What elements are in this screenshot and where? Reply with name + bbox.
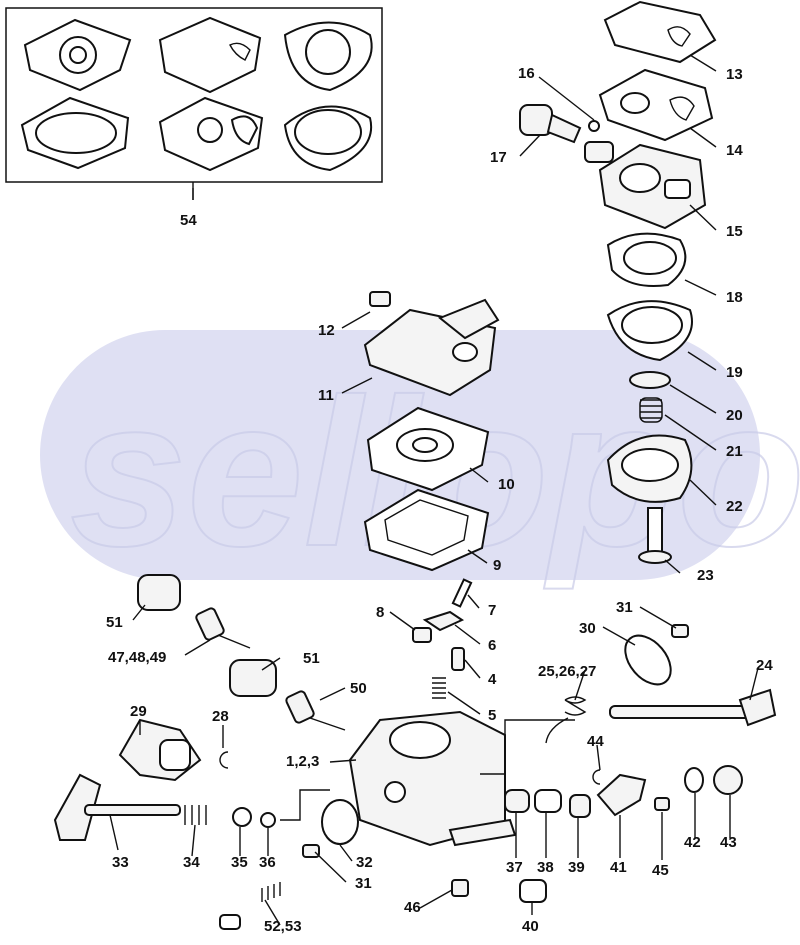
label-45: 45: [652, 862, 669, 879]
label-35: 35: [231, 854, 248, 871]
label-8: 8: [376, 604, 384, 621]
label-15: 15: [726, 223, 743, 240]
label-19: 19: [726, 364, 743, 381]
label-16: 16: [518, 65, 535, 82]
plate-32: [321, 799, 359, 845]
label-29: 29: [130, 703, 147, 720]
label-31a: 31: [616, 599, 633, 616]
label-11: 11: [318, 387, 334, 404]
shaft-24: [609, 688, 777, 727]
carburetor-body: [348, 710, 517, 847]
label-10: 10: [498, 476, 515, 493]
right-stack-parts: [584, 0, 717, 564]
label-30: 30: [579, 620, 596, 637]
label-13: 13: [726, 66, 743, 83]
callout-labels: 54 13 16 14 17 15 18 12 19 11 20 21 10 2…: [106, 65, 773, 935]
center-stack-parts: [363, 291, 500, 572]
label-46: 46: [404, 899, 421, 916]
lower-right-parts: [451, 765, 743, 903]
label-20: 20: [726, 407, 743, 424]
label-52: 52,53: [264, 918, 302, 935]
label-41: 41: [610, 859, 627, 876]
gasket-kit-parts: [20, 16, 373, 172]
label-25: 25,26,27: [538, 663, 596, 680]
label-18: 18: [726, 289, 743, 306]
label-51a: 51: [106, 614, 123, 631]
label-54: 54: [180, 212, 197, 229]
label-31b: 31: [355, 875, 372, 892]
label-51b: 51: [303, 650, 320, 667]
left-needle-parts: [137, 574, 346, 731]
label-28: 28: [212, 708, 229, 725]
leader-lines: [109, 54, 759, 926]
label-5: 5: [488, 707, 496, 724]
label-39: 39: [568, 859, 585, 876]
label-33: 33: [112, 854, 129, 871]
label-44: 44: [587, 733, 604, 750]
label-1: 1,2,3: [286, 753, 319, 770]
plate-30: [624, 634, 672, 686]
label-34: 34: [183, 854, 200, 871]
lower-left-parts: [53, 718, 281, 930]
label-32: 32: [356, 854, 373, 871]
label-38: 38: [537, 859, 554, 876]
label-50: 50: [350, 680, 367, 697]
label-36: 36: [259, 854, 276, 871]
label-47: 47,48,49: [108, 649, 166, 666]
label-40: 40: [522, 918, 539, 935]
screw-17: [519, 104, 582, 144]
label-6: 6: [488, 637, 496, 654]
label-22: 22: [726, 498, 743, 515]
label-43: 43: [720, 834, 737, 851]
label-7: 7: [488, 602, 496, 619]
label-14: 14: [726, 142, 743, 159]
screw-31b: [302, 844, 320, 858]
label-37: 37: [506, 859, 523, 876]
label-23: 23: [697, 567, 714, 584]
label-42: 42: [684, 834, 701, 851]
label-24: 24: [756, 657, 773, 674]
label-4: 4: [488, 671, 497, 688]
label-21: 21: [726, 443, 743, 460]
ball-16: [588, 120, 600, 132]
label-9: 9: [493, 557, 501, 574]
label-17: 17: [490, 149, 507, 166]
label-12: 12: [318, 322, 335, 339]
small-parts: [412, 578, 473, 699]
